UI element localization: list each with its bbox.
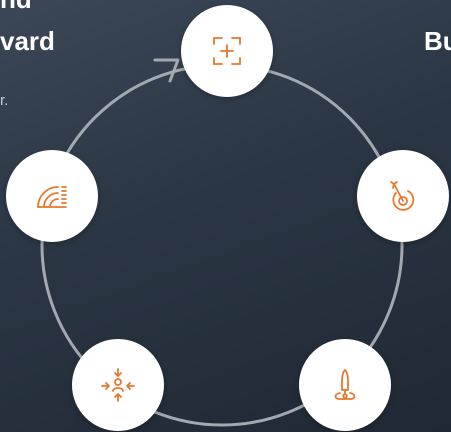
paintbrush-icon (334, 369, 356, 400)
cycle-node-top[interactable] (181, 5, 273, 97)
cycle-node-left[interactable] (6, 150, 98, 242)
heading-fragment-line2: vard (0, 26, 55, 56)
cycle-node-bottom-left[interactable] (72, 339, 164, 431)
ring-arrowhead (153, 58, 180, 83)
body-fragment: r. (0, 92, 9, 109)
cycle-node-bottom-right[interactable] (299, 339, 391, 431)
focus-plus-icon (213, 37, 241, 65)
signal-bars-icon (37, 186, 67, 208)
right-heading-fragment: Bu (424, 26, 451, 56)
converge-person-icon (101, 368, 135, 402)
cycle-node-right[interactable] (357, 150, 449, 242)
heading-fragment-line1: nd (0, 0, 32, 12)
target-arrow-icon (390, 181, 415, 211)
